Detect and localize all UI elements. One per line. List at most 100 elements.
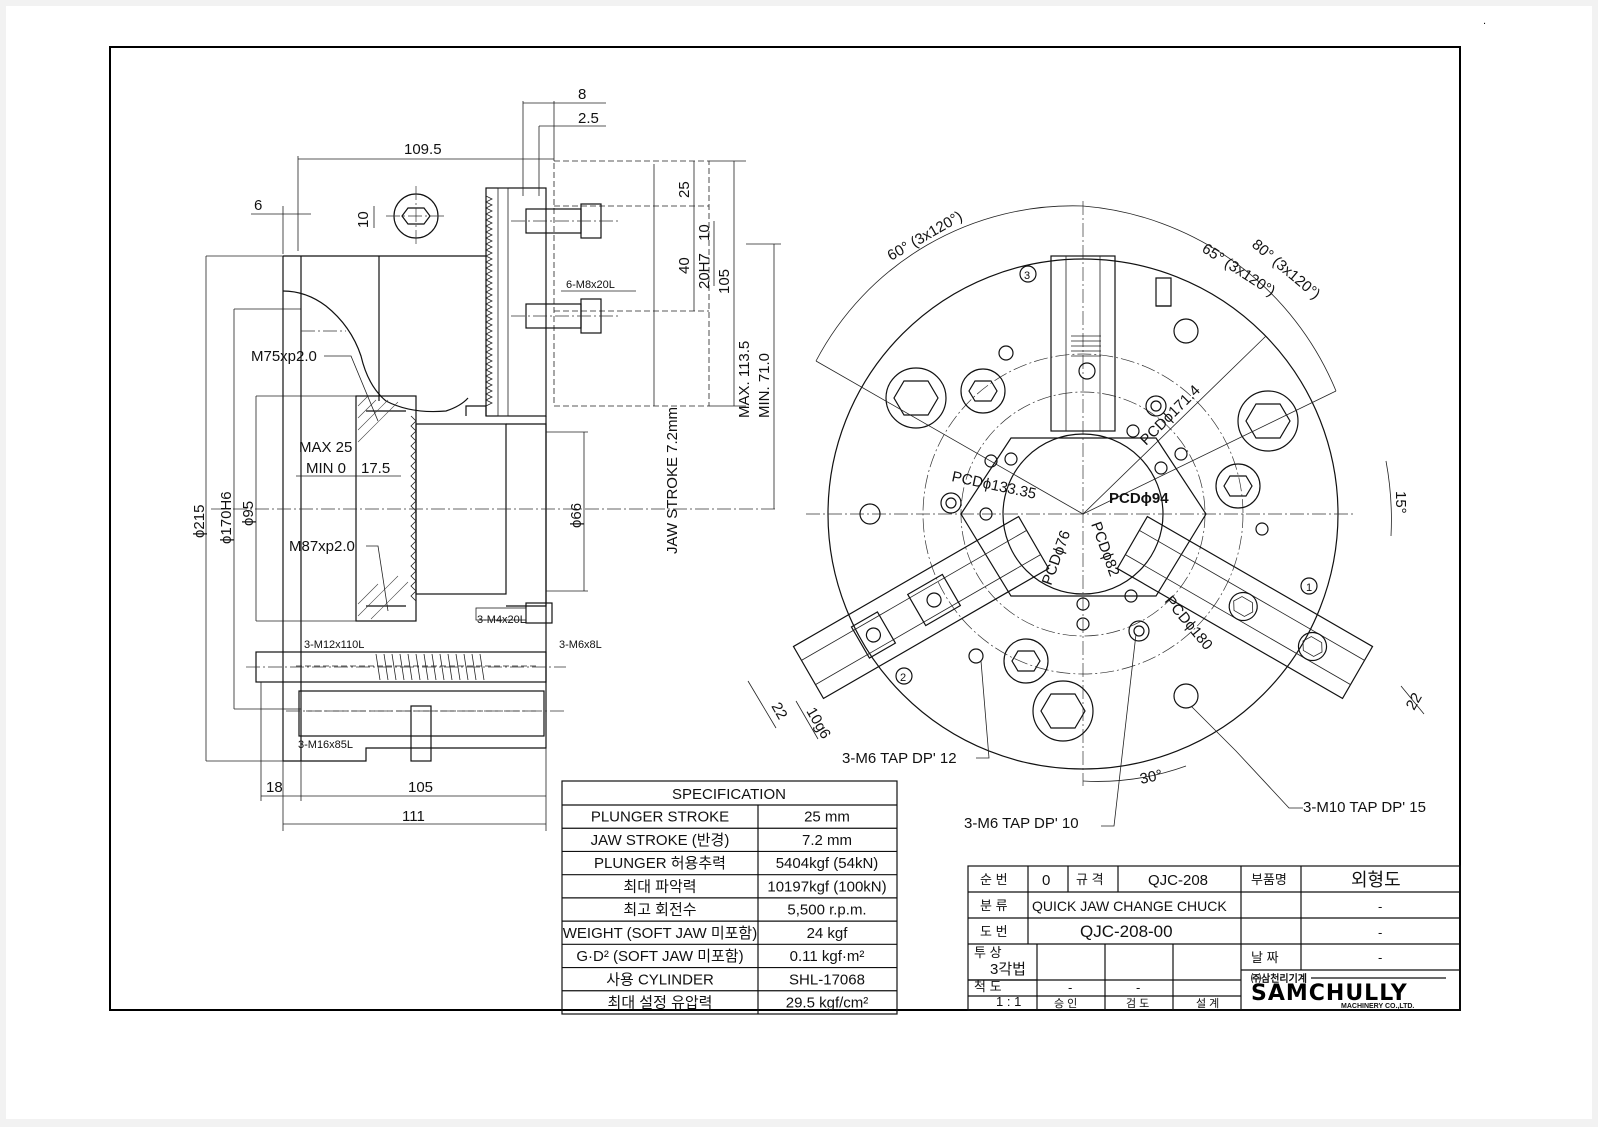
- drawing-label: 도 번: [980, 924, 1008, 939]
- dim-max-113-5: MAX. 113.5: [736, 341, 753, 418]
- spec-row-label: WEIGHT (SOFT JAW 미포함): [563, 925, 757, 942]
- projection-label: 투 상: [974, 945, 1002, 960]
- dim-20h7: 20H7: [696, 253, 713, 289]
- company-name: SAMCHULLY: [1251, 981, 1408, 1006]
- dim-phi-95: ϕ95: [240, 501, 257, 526]
- title-block: 순 번 0 규 격 QJC-208 부품명 외형도 분 류 QUICK JAW …: [967, 865, 1461, 1011]
- dim-105-horizontal: 105: [408, 779, 433, 796]
- angle-15: 15°: [1392, 491, 1409, 514]
- dim-phi-170h6: ϕ170H6: [218, 491, 235, 544]
- max-25-label: MAX 25: [299, 439, 352, 456]
- callout-m6x8: 3-M6x8L: [559, 639, 602, 651]
- dim-109-5: 109.5: [404, 141, 442, 158]
- svg-text:.: .: [1483, 15, 1486, 27]
- dash-1: -: [1068, 980, 1072, 995]
- pcd-76: PCDϕ76: [1039, 528, 1074, 587]
- dim-2-5: 2.5: [578, 110, 599, 127]
- pcd-171-4: PCDϕ171.4: [1137, 382, 1204, 449]
- date-label: 날 짜: [1251, 950, 1279, 965]
- company-subtitle: MACHINERY CO.,LTD.: [1341, 1003, 1414, 1010]
- spec-row-value: 29.5 kgf/cm²: [786, 994, 869, 1011]
- class-label: 분 류: [980, 898, 1008, 913]
- callout-m12x110: 3-M12x110L: [304, 639, 364, 651]
- dim-17-5: 17.5: [361, 460, 390, 477]
- part-value: 외형도: [1351, 870, 1401, 890]
- front-view: 3 1 2: [792, 201, 1374, 786]
- jaw-dim-22-right: 22: [1403, 690, 1426, 713]
- dim-10b: 10: [696, 224, 713, 241]
- spec-label: 규 격: [1076, 872, 1104, 887]
- spec-row-label: 최대 설정 유압력: [608, 994, 713, 1011]
- front-annotations: 60° (3x120°) 65° (3x120°) 80° (3x120°) 1…: [747, 205, 1426, 832]
- spec-row-label: 사용 CYLINDER: [606, 971, 714, 988]
- pcd-133-35: PCDϕ133.35: [950, 468, 1038, 502]
- review-label: 검 도: [1126, 997, 1149, 1010]
- spec-row-value: 0.11 kgf·m²: [790, 948, 865, 965]
- dim-10: 10: [355, 211, 372, 228]
- scale-label: 척 도: [974, 979, 1002, 994]
- jaw-dim-10g6: 10g6: [803, 705, 834, 742]
- tap-m6-dp10: 3-M6 TAP DP' 10: [964, 815, 1079, 832]
- dash-2: -: [1136, 980, 1140, 995]
- callout-m8x20: 6-M8x20L: [566, 279, 615, 291]
- dim-18: 18: [266, 779, 283, 796]
- drawing-sheet: .: [6, 6, 1592, 1119]
- spec-row-value: 7.2 mm: [802, 832, 852, 849]
- dim-8: 8: [578, 86, 586, 103]
- dim-phi-215: ϕ215: [191, 505, 208, 538]
- jaw-stroke-label: JAW STROKE 7.2mm: [664, 407, 681, 554]
- dim-105-vertical: 105: [716, 269, 733, 294]
- technical-drawing: .: [109, 15, 1486, 1015]
- spec-row-label: G·D² (SOFT JAW 미포함): [576, 948, 743, 965]
- callout-m16x85: 3-M16x85L: [298, 739, 353, 751]
- dim-6: 6: [254, 197, 262, 214]
- side-dimensions: 8 2.5 109.5 6 10 25 40 20H7 10 105 MAX. …: [191, 86, 781, 831]
- spec-row-label: JAW STROKE (반경): [591, 832, 730, 849]
- spec-row-value: 5404kgf (54kN): [776, 855, 879, 872]
- drawing-value: QJC-208-00: [1080, 922, 1173, 941]
- pcd-94: PCDϕ94: [1109, 490, 1169, 507]
- company-logo: ㈜삼천리기계 SAMCHULLY MACHINERY CO.,LTD.: [1251, 972, 1446, 1010]
- drawing-extra: -: [1378, 925, 1382, 940]
- callout-m4x20: 3-M4x20L: [477, 614, 526, 626]
- marker-2: 2: [900, 672, 906, 684]
- dim-min-71: MIN. 71.0: [756, 353, 773, 418]
- seq-value: 0: [1042, 872, 1050, 889]
- spec-row-label: PLUNGER 허용추력: [594, 855, 726, 872]
- jaw-dim-22-left: 22: [768, 700, 791, 723]
- spec-row-value: 25 mm: [804, 809, 850, 826]
- drawing-border: [109, 46, 1461, 1011]
- specification-table: PLUNGER STROKE 25 mm JAW STROKE (반경) 7.2 mm…: [561, 780, 898, 1015]
- tap-m10-dp15: 3-M10 TAP DP' 15: [1303, 799, 1426, 816]
- dim-phi-66: ϕ66: [568, 503, 585, 528]
- spec-row-value: SHL-17068: [789, 971, 865, 988]
- spec-title: SPECIFICATION: [672, 786, 786, 803]
- tap-m6-dp12: 3-M6 TAP DP' 12: [842, 750, 957, 767]
- callout-m87: M87xp2.0: [289, 538, 355, 555]
- class-extra: -: [1378, 899, 1382, 914]
- projection-value: 3각법: [990, 961, 1026, 978]
- marker-3: 3: [1024, 270, 1030, 282]
- dim-111: 111: [402, 808, 425, 825]
- dim-40: 40: [676, 257, 693, 274]
- spec-row-label: 최고 회전수: [623, 902, 696, 919]
- spec-row-value: 10197kgf (100kN): [767, 878, 886, 895]
- class-value: QUICK JAW CHANGE CHUCK: [1032, 898, 1227, 914]
- angle-60: 60° (3x120°): [885, 208, 966, 265]
- dim-25: 25: [676, 181, 693, 198]
- spec-row-value: 24 kgf: [807, 925, 849, 942]
- min-0-label: MIN 0: [306, 460, 346, 477]
- spec-value: QJC-208: [1148, 872, 1208, 889]
- seq-label: 순 번: [980, 872, 1008, 887]
- marker-1: 1: [1306, 582, 1312, 594]
- company-korean-name: ㈜삼천리기계: [1251, 972, 1307, 985]
- part-label: 부품명: [1251, 872, 1287, 887]
- spec-row-label: 최대 파악력: [623, 878, 696, 895]
- callout-m75: M75xp2.0: [251, 348, 317, 365]
- approve-label: 승 인: [1054, 997, 1077, 1010]
- spec-row-label: PLUNGER STROKE: [591, 809, 729, 826]
- spec-row-value: 5,500 r.p.m.: [787, 902, 866, 919]
- scale-value: 1 : 1: [996, 994, 1021, 1009]
- angle-30: 30°: [1138, 767, 1164, 788]
- pcd-82: PCDϕ82: [1087, 520, 1122, 579]
